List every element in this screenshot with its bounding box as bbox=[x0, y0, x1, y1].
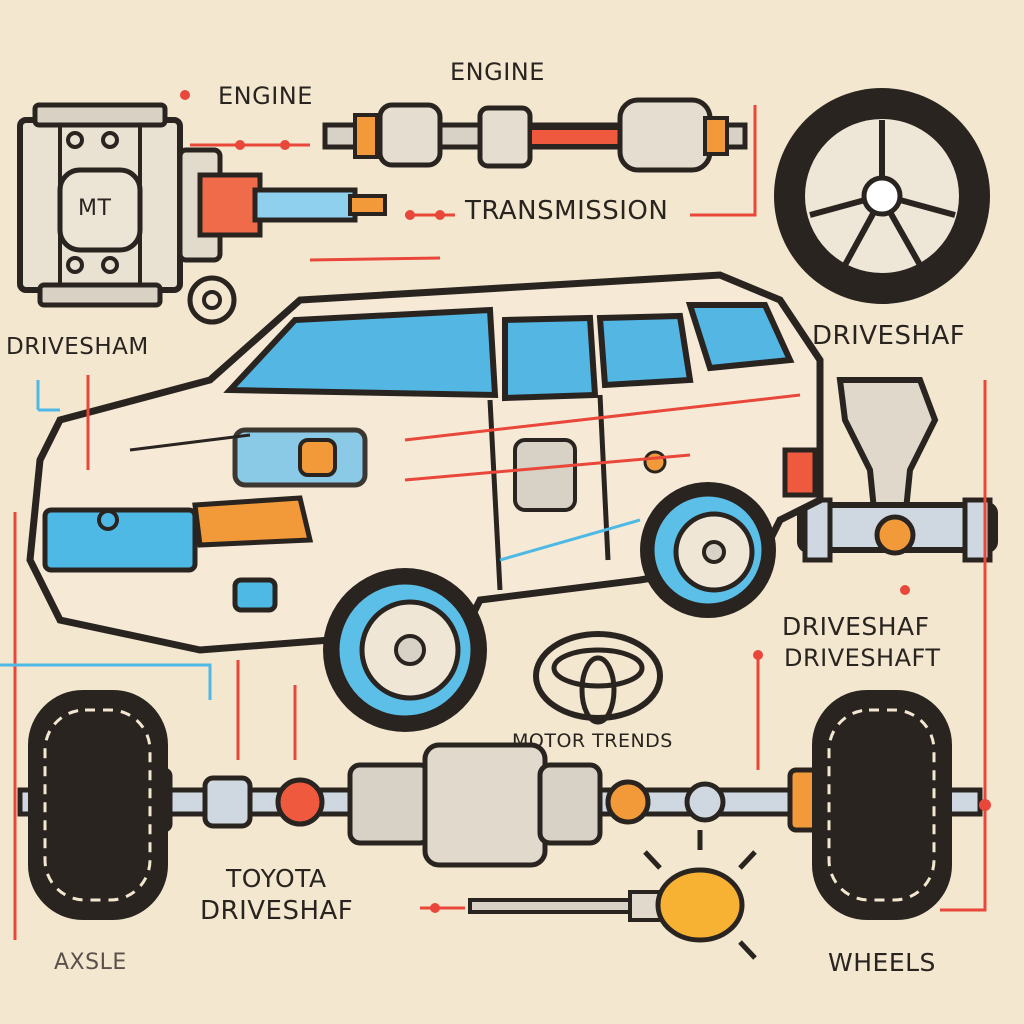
label-axle: AXSLE bbox=[54, 950, 127, 975]
suv-front-wheel bbox=[323, 568, 487, 732]
bottom-left-tire bbox=[28, 690, 168, 920]
bottom-right-tire bbox=[812, 690, 952, 920]
transmission-badge: MT bbox=[78, 196, 112, 221]
label-brand-caption: MOTOR TRENDS bbox=[512, 730, 673, 752]
connector-lines bbox=[0, 105, 987, 940]
suv-rear-wheel bbox=[640, 482, 776, 618]
label-wheels: WHEELS bbox=[828, 948, 936, 977]
small-gauge-icon bbox=[187, 275, 237, 325]
bulb-icon bbox=[468, 830, 757, 960]
label-driveshaft-mid-2: DRIVESHAFT bbox=[784, 644, 941, 672]
label-toyota-line1: TOYOTA bbox=[226, 864, 327, 893]
transmission-block bbox=[17, 102, 387, 308]
label-driveshaft-mid-1: DRIVESHAF bbox=[782, 612, 930, 641]
label-engine-left: ENGINE bbox=[218, 82, 313, 110]
suv-vehicle bbox=[26, 271, 824, 654]
label-driveshaft-left: DRIVESHAM bbox=[6, 334, 149, 360]
label-driveshaft-right: DRIVESHAF bbox=[812, 321, 966, 351]
label-engine-top: ENGINE bbox=[450, 58, 545, 86]
connector-dots bbox=[180, 90, 991, 913]
label-transmission: TRANSMISSION bbox=[465, 196, 669, 226]
label-toyota-line2: DRIVESHAF bbox=[200, 896, 354, 926]
top-driveshaft bbox=[322, 97, 748, 173]
brand-emblem bbox=[533, 631, 663, 725]
right-differential bbox=[797, 377, 998, 563]
top-right-wheel bbox=[774, 88, 990, 304]
